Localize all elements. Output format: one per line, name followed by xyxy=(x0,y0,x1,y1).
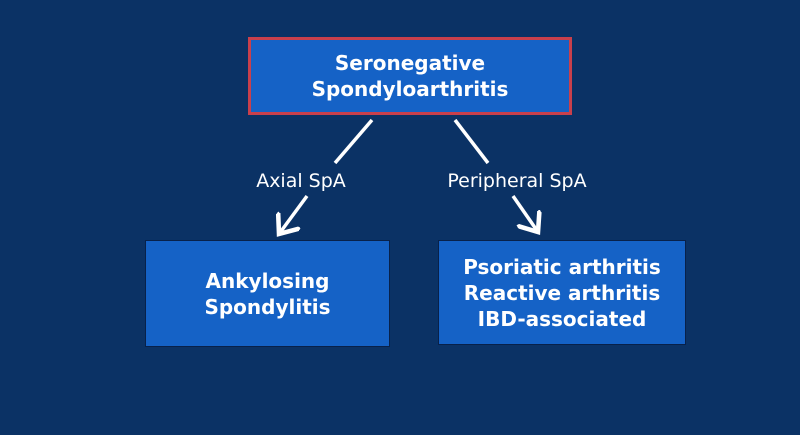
node-line: Reactive arthritis xyxy=(463,280,661,305)
connector-root-axial xyxy=(333,118,374,165)
arrow-axial xyxy=(279,194,309,234)
node-line: Ankylosing xyxy=(205,268,330,293)
node-line: Psoriatic arthritis xyxy=(463,254,661,279)
node-line: IBD-associated xyxy=(477,306,647,331)
peripheral-types-node: Psoriatic arthritis Reactive arthritis I… xyxy=(438,240,686,345)
arrow-peripheral xyxy=(511,195,538,232)
root-node: Seronegative Spondyloarthritis xyxy=(248,37,572,115)
root-line: Spondyloarthritis xyxy=(311,77,509,101)
connector-root-peripheral xyxy=(453,118,490,165)
ankylosing-spondylitis-node: Ankylosing Spondylitis xyxy=(145,240,390,347)
peripheral-spa-label: Peripheral SpA xyxy=(447,170,587,192)
node-line: Spondylitis xyxy=(204,294,331,319)
root-line: Seronegative xyxy=(334,51,486,75)
axial-spa-label: Axial SpA xyxy=(256,170,346,192)
